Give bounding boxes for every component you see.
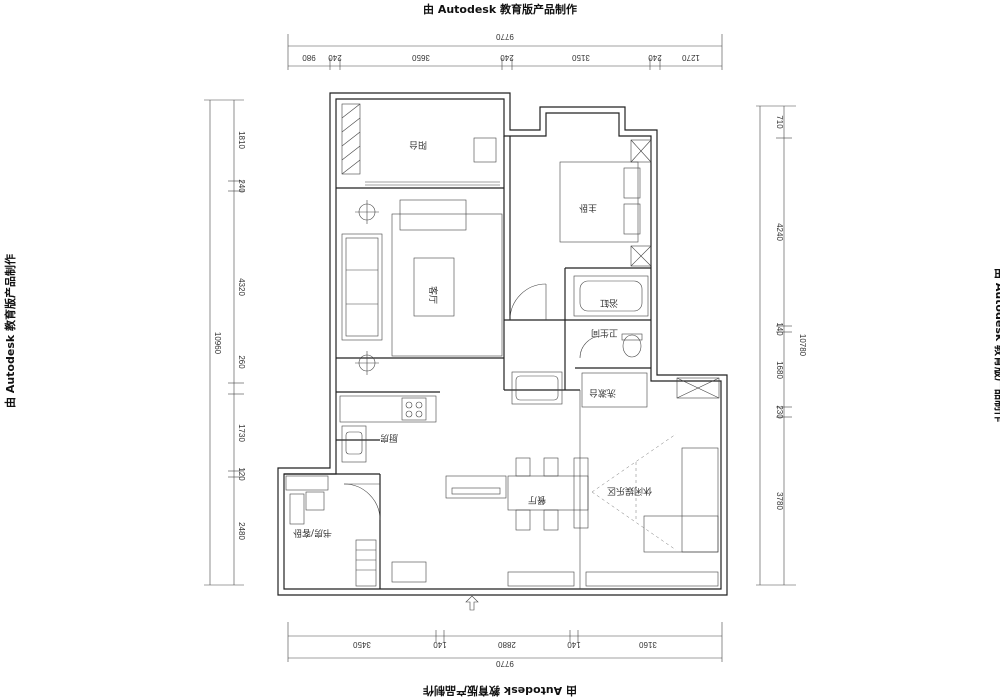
- label-kitchen: 厨房: [380, 432, 398, 444]
- outer-walls: [277, 92, 728, 596]
- study-furniture: [285, 475, 427, 587]
- dim-right-total: 10780: [798, 334, 807, 357]
- dimension-lines: [204, 34, 796, 662]
- dim-top-total: 9770: [496, 32, 514, 41]
- kitchen-fixtures: [339, 395, 437, 463]
- dim-left-3: 260: [237, 355, 246, 369]
- dim-top-4: 3150: [572, 53, 590, 62]
- dim-left-2: 4320: [237, 278, 246, 296]
- dim-top-5: 240: [648, 53, 662, 62]
- dim-top-3: 240: [500, 53, 514, 62]
- dim-left-4: 1730: [237, 424, 246, 442]
- dim-right-2: 140: [775, 322, 784, 336]
- dim-left-0: 1810: [237, 131, 246, 149]
- dim-right-3: 1680: [775, 361, 784, 379]
- dim-top-2: 3650: [412, 53, 430, 62]
- label-master-bedroom: 主卧: [579, 202, 597, 214]
- label-balcony: 阳台: [409, 139, 427, 151]
- label-toilet: 卫生间: [591, 327, 618, 339]
- dim-top-6: 1270: [682, 53, 700, 62]
- dim-bottom-0: 3450: [353, 640, 371, 649]
- dim-top-1: 240: [328, 53, 342, 62]
- dim-left-1: 240: [237, 179, 246, 193]
- living-furniture: [341, 199, 503, 375]
- dim-right-4: 230: [775, 405, 784, 419]
- recreation-furniture: [507, 377, 720, 587]
- dining-furniture: [445, 457, 589, 531]
- watermark-top: 由 Autodesk 教育版产品制作: [422, 3, 577, 16]
- label-recreation: 休闲娱乐区: [607, 485, 652, 497]
- doors: [343, 283, 603, 521]
- label-dining: 餐厅: [528, 494, 546, 506]
- dim-bottom-1: 140: [433, 640, 447, 649]
- dim-left-5: 120: [237, 467, 246, 481]
- dim-bottom-3: 140: [567, 640, 581, 649]
- dim-left-6: 2480: [237, 522, 246, 540]
- label-study: 书房/客卧: [293, 527, 332, 539]
- label-bathroom: 浴缸: [600, 297, 618, 309]
- interior-walls: [284, 136, 651, 589]
- dim-right-0: 710: [775, 115, 784, 129]
- dim-left-total: 10960: [213, 332, 222, 355]
- dim-top-0: 980: [302, 53, 316, 62]
- bedroom-furniture: [559, 139, 652, 267]
- dim-right-5: 3780: [775, 492, 784, 510]
- dim-right-1: 4240: [775, 223, 784, 241]
- label-wash: 洗漱台: [589, 387, 616, 399]
- bathroom-fixtures: [511, 275, 649, 408]
- balcony-railing: [341, 103, 500, 186]
- entrance-arrow-icon: [465, 595, 479, 611]
- dim-bottom-4: 3160: [639, 640, 657, 649]
- dim-bottom-total: 9770: [496, 659, 514, 668]
- dim-bottom-2: 2880: [498, 640, 516, 649]
- label-living: 客厅: [427, 286, 439, 304]
